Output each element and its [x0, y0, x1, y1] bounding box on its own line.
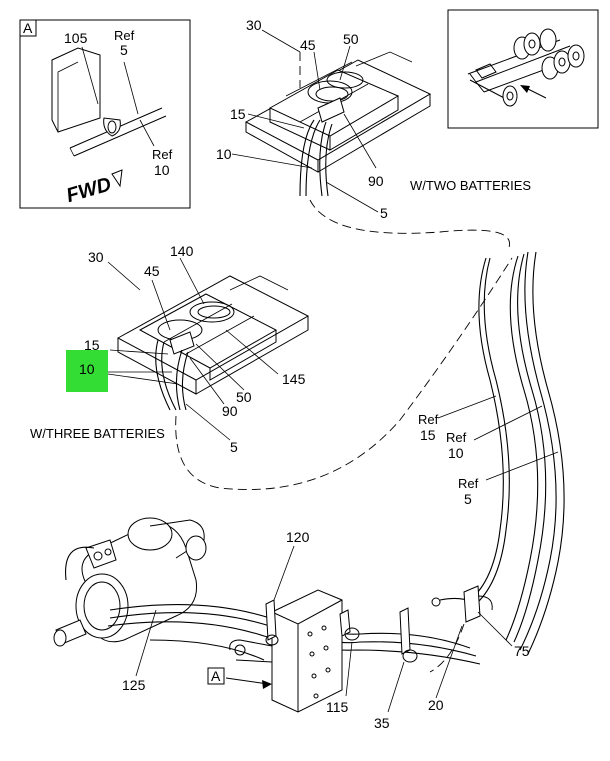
label-ref5-ref: Ref	[458, 476, 479, 491]
label-5-two: 5	[380, 205, 388, 221]
detail-tag: A	[23, 20, 33, 36]
label-30-two: 30	[246, 17, 262, 33]
label-ref10-num: 10	[448, 445, 464, 461]
starter-motor	[53, 517, 207, 647]
label-140-three: 140	[170, 243, 194, 259]
label-10-three: 10	[79, 361, 95, 377]
label-90-three: 90	[222, 403, 238, 419]
front-wheel	[502, 85, 518, 107]
label-50-two: 50	[343, 31, 359, 47]
label-ref15-ref: Ref	[418, 412, 439, 427]
label-ref5-num: 5	[120, 42, 128, 58]
cable-routing: Ref 15 Ref 10 Ref 5	[418, 251, 565, 655]
detail-tag-box	[19, 19, 37, 37]
label-10-two: 10	[216, 146, 232, 162]
caption-three-batteries: W/THREE BATTERIES	[30, 426, 165, 441]
label-90-two: 90	[368, 173, 384, 189]
lower-assembly: A 120 125 115 35 20 75	[53, 517, 530, 731]
label-45-two: 45	[300, 37, 316, 53]
clamp-75	[463, 585, 481, 623]
two-batteries-view: 30 45 50 15 10 90 5 W/TWO BATTERIES	[216, 17, 531, 251]
label-35: 35	[374, 715, 390, 731]
view-a-tag-box	[207, 667, 225, 685]
three-batteries-view: 30 45 140 15 10 145 50 90 5 W/THREE BATT…	[30, 243, 513, 491]
cable-clamp	[103, 117, 121, 137]
view-a-arrow-icon	[262, 680, 272, 689]
cable-15	[469, 257, 504, 601]
label-15-three: 15	[84, 337, 100, 353]
truck-locator-view	[447, 9, 599, 129]
label-5-three: 5	[230, 439, 238, 455]
label-120: 120	[286, 529, 310, 545]
ring-terminal	[431, 597, 441, 607]
location-arrow-icon	[520, 85, 530, 93]
clamp-120	[265, 599, 277, 641]
label-ref15-num: 15	[420, 427, 436, 443]
bracket-plate	[51, 47, 101, 133]
label-15-two: 15	[230, 106, 246, 122]
label-45-three: 45	[144, 263, 160, 279]
label-ref10-ref: Ref	[152, 147, 173, 162]
label-145-three: 145	[282, 371, 306, 387]
label-ref10-ref: Ref	[446, 430, 467, 445]
highlight-10-box	[66, 350, 108, 392]
label-75: 75	[514, 643, 530, 659]
label-115: 115	[326, 699, 349, 715]
mounting-bracket	[229, 589, 343, 713]
label-tag-a: A	[211, 668, 221, 684]
label-125: 125	[122, 677, 146, 693]
detail-view-a: A 105 Ref 5 Ref 10 FWD	[19, 19, 191, 209]
label-ref5-num: 5	[464, 491, 472, 507]
label-105: 105	[64, 30, 88, 46]
clamp-35	[399, 607, 411, 655]
caption-two-batteries: W/TWO BATTERIES	[410, 178, 531, 193]
label-50-three: 50	[236, 389, 252, 405]
cable-5	[519, 251, 557, 651]
label-ref5-ref: Ref	[114, 28, 135, 43]
label-20: 20	[428, 697, 444, 713]
fwd-arrow-icon	[111, 169, 123, 188]
label-30-three: 30	[88, 249, 104, 265]
label-ref10-num: 10	[154, 162, 170, 178]
